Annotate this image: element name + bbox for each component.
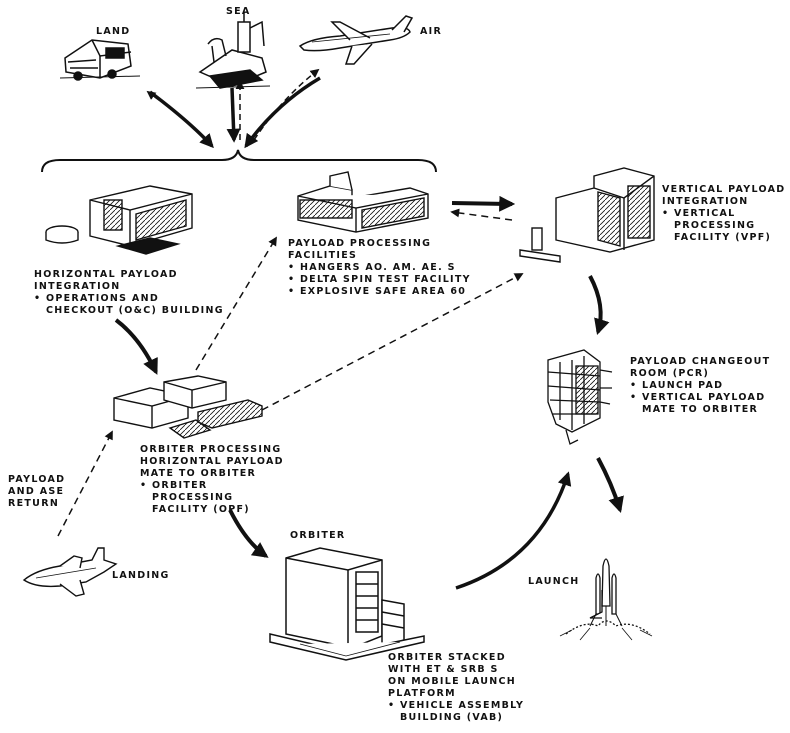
horizontal-title-line: HORIZONTAL PAYLOAD bbox=[34, 269, 178, 280]
grouping-brace bbox=[41, 149, 437, 173]
vab-label: ORBITER STACKED WITH ET & SRB S ON MOBIL… bbox=[388, 652, 524, 724]
return-line: PAYLOAD bbox=[8, 474, 66, 485]
landing-label: LANDING bbox=[112, 570, 170, 581]
payload-return-label: PAYLOAD AND ASE RETURN bbox=[8, 474, 65, 510]
air-airplane-icon bbox=[298, 15, 414, 65]
pcr-bullet-cont: MATE TO ORBITER bbox=[642, 404, 759, 415]
launch-label: LAUNCH bbox=[528, 576, 580, 587]
opf-title-line: MATE TO ORBITER bbox=[140, 468, 257, 479]
transport-flow-arrows bbox=[146, 68, 321, 149]
ppf-bullet: • DELTA SPIN TEST FACILITY bbox=[288, 274, 471, 285]
vab-title-line: ORBITER STACKED bbox=[388, 652, 506, 663]
opf-label: ORBITER PROCESSING HORIZONTAL PAYLOAD MA… bbox=[140, 444, 284, 516]
opf-bullet-cont: PROCESSING bbox=[152, 492, 234, 503]
vpf-building-icon bbox=[519, 167, 655, 263]
land-label: LAND bbox=[96, 26, 131, 37]
vpf-title-line: INTEGRATION bbox=[662, 196, 749, 207]
shuttle-landing-icon bbox=[22, 547, 118, 597]
return-line: RETURN bbox=[8, 498, 60, 509]
payload-processing-facility-icon bbox=[297, 171, 429, 233]
pcr-title-line: ROOM (PCR) bbox=[630, 368, 710, 379]
ppf-title-line: PAYLOAD PROCESSING bbox=[288, 238, 432, 249]
vpf-bullet: • VERTICAL bbox=[662, 208, 736, 219]
sea-ship-icon bbox=[195, 12, 271, 89]
horizontal-bullet-cont: CHECKOUT (O&C) BUILDING bbox=[46, 305, 224, 316]
ppf-bullet: • EXPLOSIVE SAFE AREA 60 bbox=[288, 286, 467, 297]
vab-title-line: WITH ET & SRB S bbox=[388, 664, 499, 675]
oc-building-icon bbox=[45, 185, 193, 255]
opf-building-icon bbox=[113, 375, 263, 439]
vpf-bullet-cont: FACILITY (VPF) bbox=[674, 232, 772, 243]
air-label: AIR bbox=[420, 26, 443, 37]
vpf-bullet-cont: PROCESSING bbox=[674, 220, 756, 231]
pcr-launch-tower-icon bbox=[547, 349, 613, 445]
return-line: AND ASE bbox=[8, 486, 65, 497]
orbiter-label: ORBITER bbox=[290, 530, 346, 541]
ppf-bullet: • HANGERS AO. AM. AE. S bbox=[288, 262, 456, 273]
pcr-bullet: • LAUNCH PAD bbox=[630, 380, 724, 391]
opf-title-line: ORBITER PROCESSING bbox=[140, 444, 282, 455]
process-flow-arrows bbox=[57, 195, 624, 590]
vab-building-icon bbox=[269, 547, 425, 661]
opf-bullet-cont: FACILITY (OPF) bbox=[152, 504, 250, 515]
vab-title-line: ON MOBILE LAUNCH bbox=[388, 676, 516, 687]
shuttle-launch-icon bbox=[559, 558, 653, 641]
opf-title-line: HORIZONTAL PAYLOAD bbox=[140, 456, 284, 467]
horizontal-integration-label: HORIZONTAL PAYLOAD INTEGRATION • OPERATI… bbox=[34, 269, 224, 317]
opf-bullet: • ORBITER bbox=[140, 480, 208, 491]
pcr-label: PAYLOAD CHANGEOUT ROOM (PCR) • LAUNCH PA… bbox=[630, 356, 770, 416]
payload-processing-label: PAYLOAD PROCESSING FACILITIES • HANGERS … bbox=[288, 238, 471, 298]
horizontal-bullet: • OPERATIONS AND bbox=[34, 293, 160, 304]
vertical-integration-label: VERTICAL PAYLOAD INTEGRATION • VERTICAL … bbox=[662, 184, 785, 244]
vab-bullet: • VEHICLE ASSEMBLY bbox=[388, 700, 525, 711]
vab-bullet-cont: BUILDING (VAB) bbox=[400, 712, 504, 723]
horizontal-title-line: INTEGRATION bbox=[34, 281, 121, 292]
pcr-title-line: PAYLOAD CHANGEOUT bbox=[630, 356, 771, 367]
vab-title-line: PLATFORM bbox=[388, 688, 456, 699]
pcr-bullet: • VERTICAL PAYLOAD bbox=[630, 392, 766, 403]
sea-label: SEA bbox=[226, 6, 251, 17]
vpf-title-line: VERTICAL PAYLOAD bbox=[662, 184, 786, 195]
land-truck-icon bbox=[59, 39, 141, 81]
ppf-title-line: FACILITIES bbox=[288, 250, 358, 261]
